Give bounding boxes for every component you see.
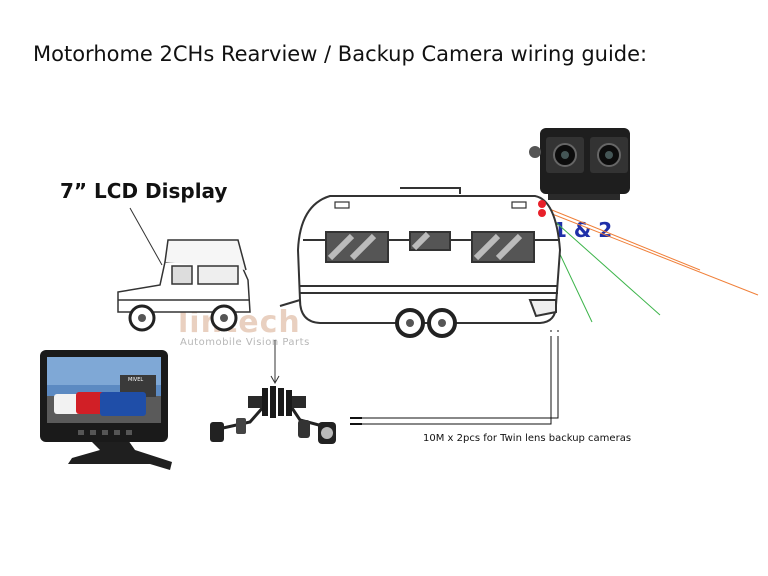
twin-lens-camera-icon bbox=[529, 128, 630, 200]
beam-orange bbox=[541, 209, 759, 296]
camera-beams bbox=[539, 205, 759, 323]
monitor-screen-text: MIVEL bbox=[128, 377, 143, 383]
camera-cables bbox=[350, 330, 559, 425]
camera-2-dot bbox=[538, 209, 546, 217]
truck-icon bbox=[117, 239, 251, 332]
watermark-tagline: Automobile Vision Parts bbox=[180, 337, 310, 348]
beam-orange-2 bbox=[541, 205, 701, 271]
coiled-cable-icon bbox=[210, 386, 336, 444]
connection-arrow bbox=[270, 340, 280, 385]
lcd-monitor-icon: MIVEL bbox=[40, 350, 172, 470]
lcd-display-label: 7” LCD Display bbox=[60, 179, 228, 203]
camera-1-dot bbox=[538, 200, 546, 208]
beam-green-1 bbox=[541, 209, 661, 316]
lcd-leader-line bbox=[129, 207, 163, 266]
caravan-icon bbox=[279, 187, 562, 338]
diagram-title: Motorhome 2CHs Rearview / Backup Camera … bbox=[33, 42, 648, 66]
cable-length-label: 10M x 2pcs for Twin lens backup cameras bbox=[423, 433, 632, 444]
